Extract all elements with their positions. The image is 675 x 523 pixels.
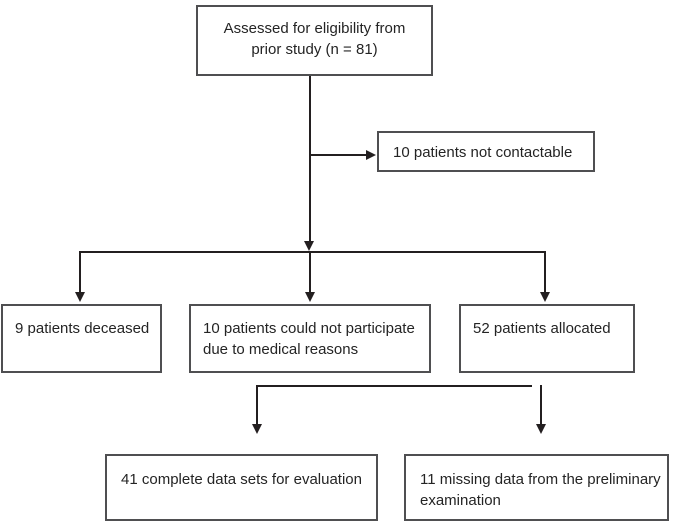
node-assessed-eligibility: Assessed for eligibility from prior stud… — [196, 5, 433, 76]
node-text: 10 patients could not participate — [203, 320, 415, 337]
arrowhead-down-deceased-icon — [75, 292, 85, 302]
arrowhead-down-complete-data-icon — [252, 424, 262, 434]
connector-drop-medical-reasons — [309, 253, 311, 292]
connector-drop-complete-data — [256, 387, 258, 424]
node-complete-data-sets: 41 complete data sets for evaluation — [105, 454, 378, 521]
node-text: 41 complete data sets for evaluation — [121, 471, 362, 488]
node-text: prior study (n = 81) — [251, 41, 378, 58]
node-missing-data: 11 missing data from the preliminary exa… — [404, 454, 669, 521]
arrowhead-down-medical-reasons-icon — [305, 292, 315, 302]
node-text: 9 patients deceased — [15, 320, 150, 337]
connector-drop-missing-data — [540, 385, 542, 424]
node-not-contactable: 10 patients not contactable — [377, 131, 595, 172]
node-deceased: 9 patients deceased — [1, 304, 162, 373]
connector-drop-allocated — [544, 253, 546, 292]
connector-main-stem — [309, 76, 311, 241]
node-text: 10 patients not contactable — [393, 144, 573, 161]
connector-drop-deceased — [79, 253, 81, 292]
arrowhead-down-missing-data-icon — [536, 424, 546, 434]
connector-second-split-rail — [256, 385, 532, 387]
node-text: due to medical reasons — [203, 341, 359, 358]
node-text: 52 patients allocated — [473, 320, 611, 337]
connector-first-split-rail — [79, 251, 546, 253]
node-text: examination — [420, 492, 501, 509]
node-allocated: 52 patients allocated — [459, 304, 635, 373]
arrowhead-down-junction-icon — [304, 241, 314, 251]
node-text: Assessed for eligibility from — [223, 20, 406, 37]
connector-branch-not-contactable — [310, 154, 367, 156]
arrowhead-right-not-contactable-icon — [366, 150, 376, 160]
node-text: 11 missing data from the preliminary — [420, 471, 661, 488]
arrowhead-down-allocated-icon — [540, 292, 550, 302]
node-medical-reasons: 10 patients could not participate due to… — [189, 304, 431, 373]
